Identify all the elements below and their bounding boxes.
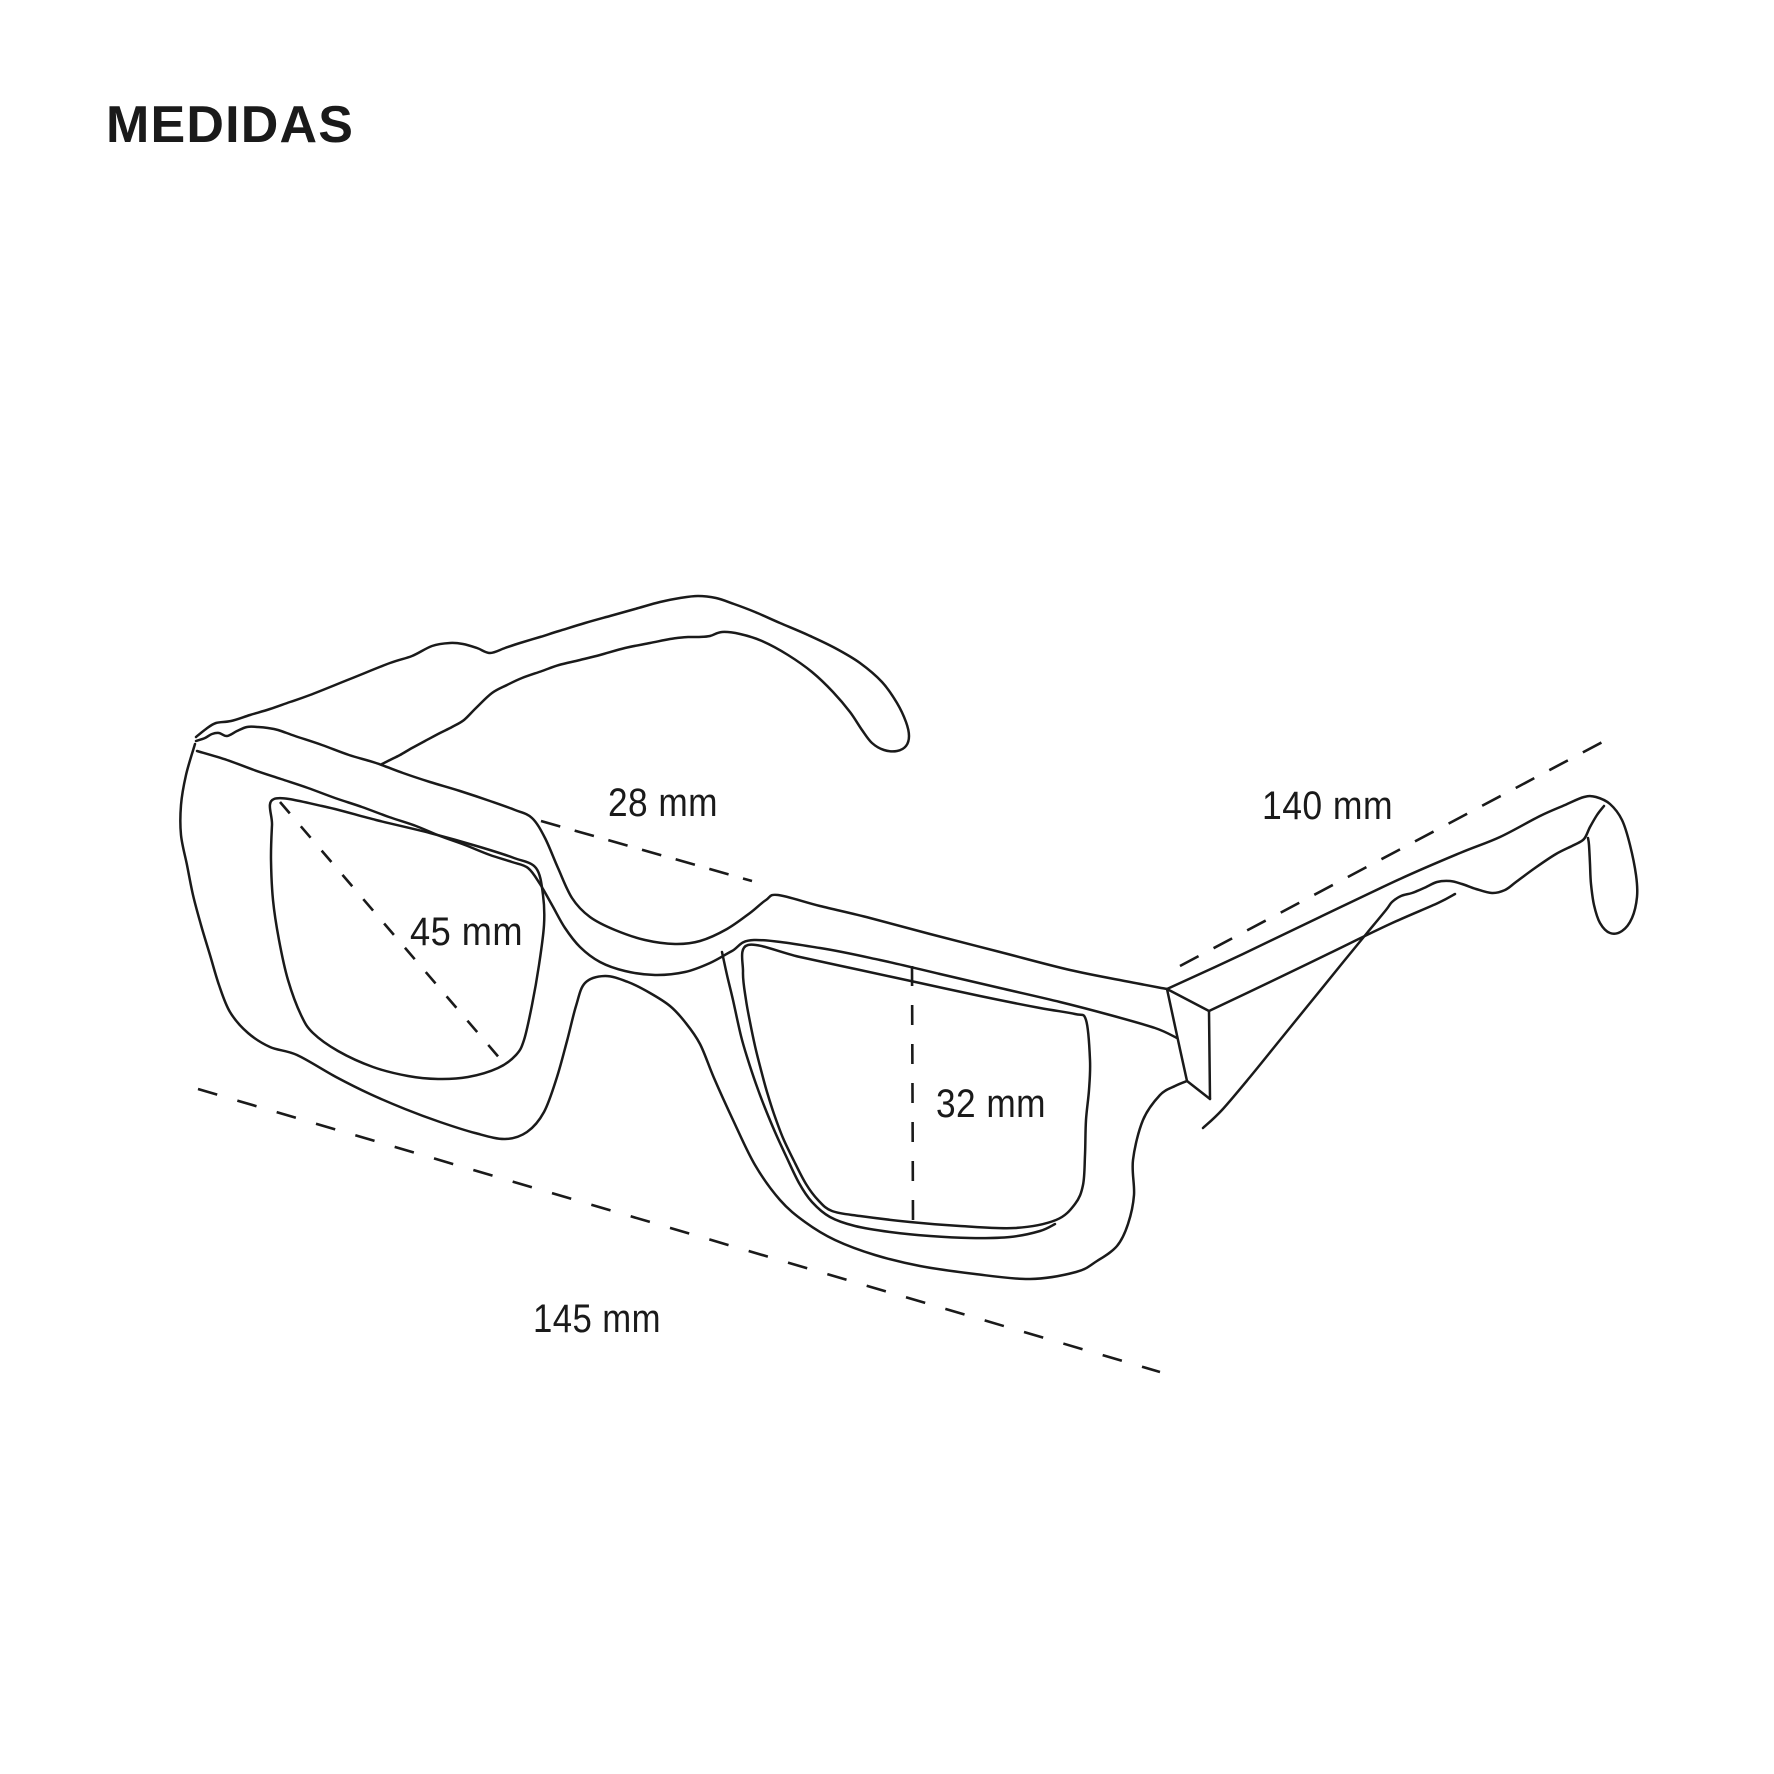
svg-text:32 mm: 32 mm: [936, 1082, 1046, 1126]
svg-text:140 mm: 140 mm: [1262, 784, 1393, 828]
svg-text:145 mm: 145 mm: [533, 1297, 661, 1341]
svg-text:45 mm: 45 mm: [410, 910, 523, 954]
svg-text:28 mm: 28 mm: [608, 781, 718, 825]
